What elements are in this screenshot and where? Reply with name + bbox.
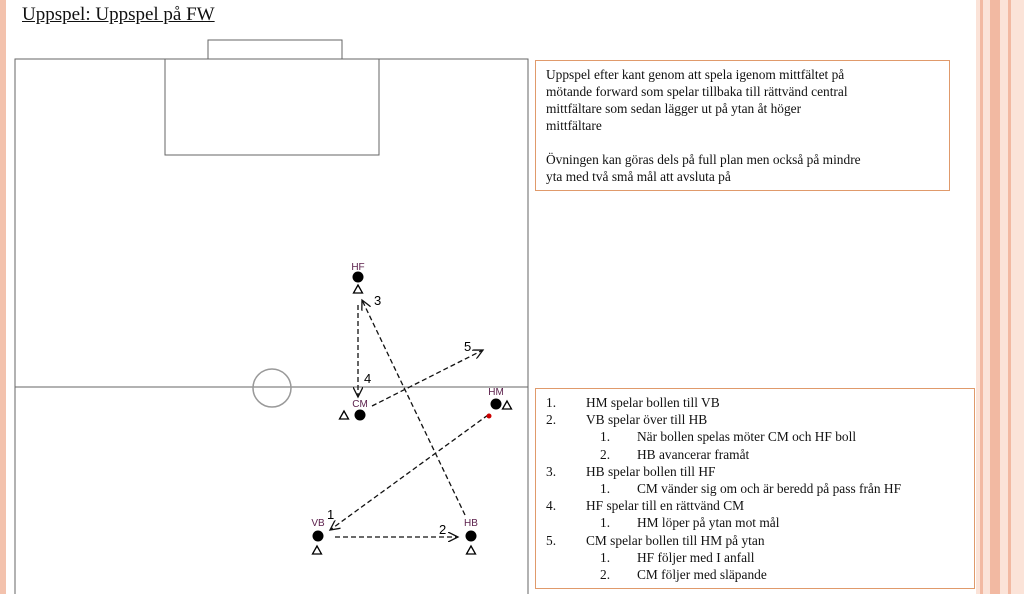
step-item: 3. HB spelar bollen till HF xyxy=(546,463,964,480)
pass-number: 4 xyxy=(364,371,371,386)
substep-number: 1. xyxy=(600,429,611,445)
step-text: CM spelar bollen till HM på ytan xyxy=(586,532,765,548)
step-number: 5. xyxy=(546,532,557,548)
substep-item: 1. När bollen spelas möter CM och HF boll xyxy=(546,428,964,445)
step-number: 1. xyxy=(546,395,557,410)
ball xyxy=(486,413,492,419)
step-item: 1. HM spelar bollen till VB xyxy=(546,394,964,411)
substep-item: 1. HF följer med I anfall xyxy=(546,549,964,566)
player-hf: HF xyxy=(351,262,365,294)
substep-item: 2. HB avancerar framåt xyxy=(546,446,964,463)
steps-list: 1. HM spelar bollen till VB 2. VB spelar öv… xyxy=(535,388,975,589)
pass-arrow-5 xyxy=(371,350,483,407)
pass-arrow-1 xyxy=(330,414,489,530)
substep-text: HM löper på ytan mot mål xyxy=(637,515,780,531)
slide-frame-right xyxy=(976,0,1024,594)
substep-text: CM vänder sig om och är beredd på pass f… xyxy=(637,480,902,496)
pitch-outline xyxy=(14,58,529,594)
player-vb: VB xyxy=(311,518,325,555)
step-number: 4. xyxy=(546,498,557,514)
substep-number: 1. xyxy=(600,515,611,531)
substep-text: När bollen spelas möter CM och HF boll xyxy=(637,429,857,445)
slide-title: Uppspel: Uppspel på FW xyxy=(22,4,215,25)
step-text: HB spelar bollen till HF xyxy=(586,463,716,479)
player-label: HF xyxy=(351,262,364,273)
substep-item: 2. CM följer med släpande xyxy=(546,566,964,583)
step-number: 2. xyxy=(546,412,557,428)
goal xyxy=(207,39,343,60)
substep-text: HF följer med I anfall xyxy=(637,549,755,565)
player-label: VB xyxy=(311,518,325,529)
step-text: VB spelar över till HB xyxy=(586,412,708,428)
pass-number: 2 xyxy=(439,522,446,537)
substep-text: CM följer med släpande xyxy=(637,566,767,582)
step-number: 3. xyxy=(546,463,557,479)
step-item: 5. CM spelar bollen till HM på ytan xyxy=(546,532,964,549)
penalty-area xyxy=(164,58,380,156)
substep-number: 2. xyxy=(600,446,611,462)
player-label: HB xyxy=(464,518,478,529)
step-text: HF spelar till en rättvänd CM xyxy=(586,498,745,514)
pass-arrow-3 xyxy=(362,300,466,516)
player-cm: CM xyxy=(338,399,368,421)
step-text: HM spelar bollen till VB xyxy=(586,395,720,410)
pass-number: 5 xyxy=(464,339,471,354)
description-paragraph-1: Uppspel efter kant genom att spela igeno… xyxy=(546,67,848,133)
pitch-diagram: 1 2 3 4 5 HF CM HM VB HB xyxy=(14,39,529,594)
step-item: 2. VB spelar över till HB xyxy=(546,411,964,428)
substep-number: 2. xyxy=(600,566,611,582)
player-hm: HM xyxy=(486,387,513,419)
player-label: CM xyxy=(352,399,368,410)
slide-frame-left xyxy=(0,0,6,594)
substep-item: 1. CM vänder sig om och är beredd på pass… xyxy=(546,480,964,497)
description-paragraph-2: Övningen kan göras dels på full plan men… xyxy=(546,152,861,184)
substep-text: HB avancerar framåt xyxy=(637,446,750,462)
player-hb: HB xyxy=(464,518,478,555)
pass-number: 1 xyxy=(327,507,334,522)
center-circle xyxy=(252,368,292,408)
substep-item: 1. HM löper på ytan mot mål xyxy=(546,514,964,531)
pass-number: 3 xyxy=(374,293,381,308)
player-label: HM xyxy=(488,387,504,398)
description-box: Uppspel efter kant genom att spela igeno… xyxy=(535,60,950,191)
substep-number: 1. xyxy=(600,480,611,496)
step-item: 4. HF spelar till en rättvänd CM xyxy=(546,497,964,514)
substep-number: 1. xyxy=(600,549,611,565)
